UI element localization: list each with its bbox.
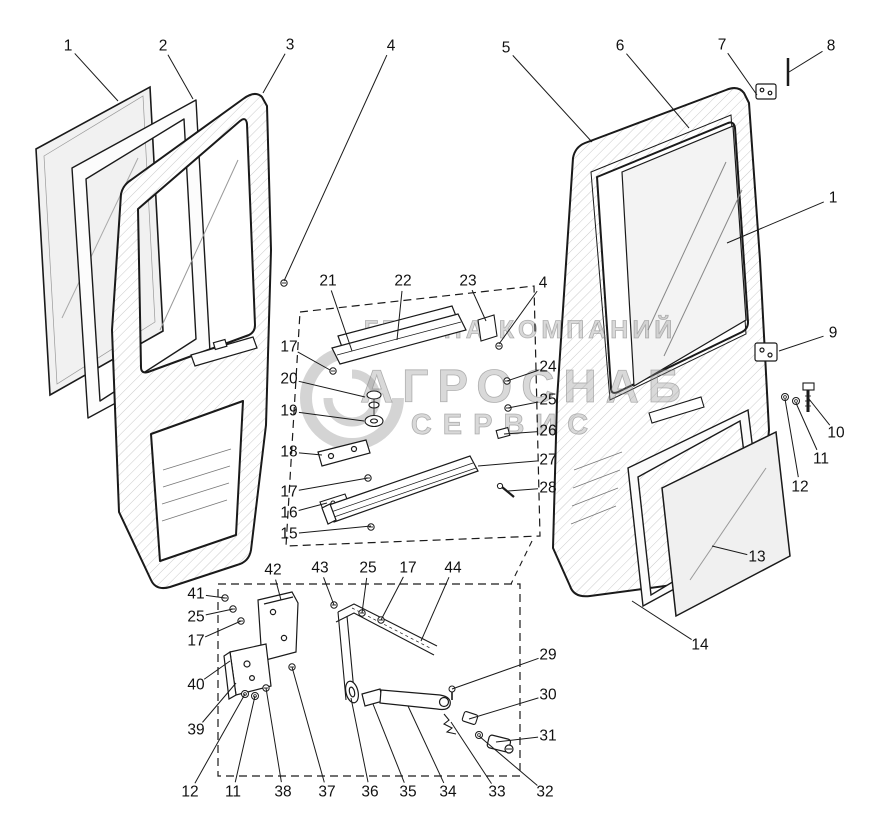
leader-line-29 xyxy=(451,657,539,690)
glass-reflection-line xyxy=(647,161,727,331)
screw-28 xyxy=(496,482,515,498)
leader-line-23 xyxy=(471,289,487,322)
lower-panel-shading xyxy=(570,451,623,525)
leader-line-30 xyxy=(468,697,539,720)
lower-guide-channel-27 xyxy=(321,455,479,525)
leader-line-15 xyxy=(298,525,372,534)
leader-line-25 xyxy=(361,577,368,614)
leader-line-36 xyxy=(350,697,369,783)
glass-reflection-line xyxy=(663,189,743,357)
leader-line-21 xyxy=(330,290,353,352)
leader-line-33 xyxy=(450,721,492,784)
leader-line-3 xyxy=(262,53,286,94)
hinge-bracket-42 xyxy=(257,591,299,662)
glass-reflection-line xyxy=(689,467,767,581)
leader-line-22 xyxy=(396,290,403,341)
leader-line-12 xyxy=(194,693,246,784)
leader-line-44 xyxy=(420,576,450,642)
hinge-9 xyxy=(754,342,778,362)
leader-line-12 xyxy=(784,398,799,478)
door-handle-34-35-36 xyxy=(344,680,451,711)
bushing-30 xyxy=(461,711,479,725)
glass-pane-1-inner-edge xyxy=(43,95,156,385)
leader-line-28 xyxy=(507,488,539,492)
clip-26 xyxy=(495,426,511,440)
leader-line-13 xyxy=(711,545,748,556)
leader-line-39 xyxy=(202,682,237,723)
glass-lift-bracket xyxy=(190,336,258,367)
leader-line-5 xyxy=(512,55,593,143)
mount-bolt-10 xyxy=(802,382,815,412)
leader-line-16 xyxy=(298,502,328,511)
leader-line-11 xyxy=(234,695,256,783)
leader-line-8 xyxy=(788,50,823,73)
leader-line-42 xyxy=(275,579,282,601)
watermark-line2: АГРОСНАБ xyxy=(360,360,690,412)
leader-line-19 xyxy=(298,411,365,422)
leader-line-35 xyxy=(372,703,405,783)
leader-line-25 xyxy=(205,608,234,616)
glass-lift-bracket-right xyxy=(648,396,705,424)
upper-guide-channel xyxy=(331,305,467,365)
leader-line-6 xyxy=(626,53,690,129)
leader-line-17 xyxy=(297,351,331,371)
leader-line-32 xyxy=(478,735,538,786)
seal-frame-7 xyxy=(590,114,747,401)
hinge-8 xyxy=(755,58,790,100)
leader-line-43 xyxy=(323,577,335,606)
leader-line-20 xyxy=(298,380,366,398)
leader-line-11 xyxy=(795,402,818,451)
leader-line-1 xyxy=(74,53,119,102)
box-connector-line xyxy=(510,540,533,585)
leader-line-34 xyxy=(407,705,445,784)
watermark-logo xyxy=(300,346,404,450)
lock-cylinder-31 xyxy=(486,734,514,754)
leader-line-4 xyxy=(498,290,538,345)
window-reflection-line xyxy=(159,159,239,331)
leader-line-40 xyxy=(203,660,231,680)
glass-pane-13 xyxy=(661,430,791,618)
detail-box-outline xyxy=(285,285,541,547)
leader-line-7 xyxy=(727,52,758,96)
leader-line-38 xyxy=(265,687,282,783)
detail-box-outline xyxy=(217,583,521,777)
end-bracket-23 xyxy=(477,314,498,342)
lower-panel-shading xyxy=(161,448,232,522)
leader-line-18 xyxy=(298,452,323,456)
leader-line-17 xyxy=(204,620,242,638)
leader-line-27 xyxy=(477,460,539,467)
leader-line-24 xyxy=(506,369,539,382)
leader-line-1 xyxy=(726,201,824,244)
spring-33 xyxy=(442,713,457,735)
upper-detail-box xyxy=(285,285,541,547)
screw-17-upper xyxy=(329,367,337,375)
leader-line-31 xyxy=(495,736,539,743)
leader-line-26 xyxy=(503,431,539,435)
left-door-assembly xyxy=(35,85,288,590)
leader-line-25 xyxy=(507,401,539,409)
leader-line-17 xyxy=(298,477,369,491)
right-door-assembly xyxy=(552,58,815,618)
screw-15 xyxy=(367,523,375,531)
leader-line-2 xyxy=(167,54,194,100)
bracket-18 xyxy=(317,439,371,467)
leader-line-37 xyxy=(291,666,325,783)
leader-lines xyxy=(74,50,831,786)
lower-detail-box xyxy=(217,583,521,777)
leader-line-4 xyxy=(283,54,388,282)
leader-line-9 xyxy=(778,335,824,352)
glass-pane-1-right xyxy=(621,125,747,388)
leader-line-14 xyxy=(631,600,692,640)
leader-line-17 xyxy=(380,576,404,621)
leader-line-10 xyxy=(808,398,831,426)
roller-stack-19-20 xyxy=(364,390,384,428)
leader-line-41 xyxy=(205,594,226,599)
